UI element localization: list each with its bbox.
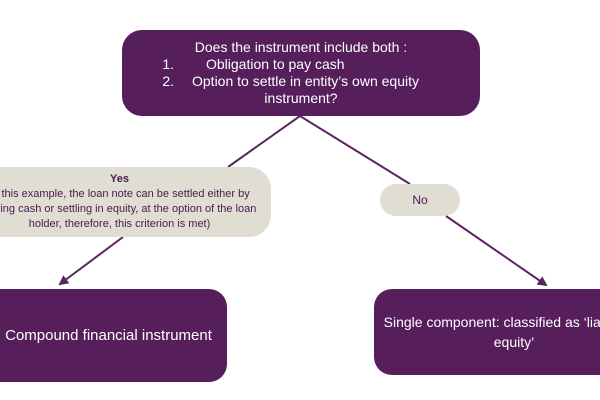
connector-question-to-yes [227, 115, 301, 168]
connector-question-to-no [299, 115, 411, 185]
result-compound-instrument-box: Compound financial instrument [0, 289, 227, 382]
yes-decision-box: Yes In this example, the loan note can b… [0, 167, 271, 237]
question-heading: Does the instrument include both : [194, 39, 408, 55]
no-decision-box: No [380, 184, 460, 216]
no-label: No [412, 193, 428, 207]
result-single-component-box: Single component: classified as ‘liabili… [374, 289, 600, 375]
connector-yes-to-left-result-arrow [58, 236, 124, 286]
question-item-1-number: 1. [162, 56, 174, 72]
connector-no-to-right-result-arrow [445, 215, 548, 287]
question-item-2: 2. Option to settle in entity’s own equi… [134, 73, 468, 90]
yes-explanation: In this example, the loan note can be se… [0, 188, 257, 230]
question-item-2-text: Option to settle in entity’s own equity [192, 73, 419, 89]
question-item-2-number: 2. [162, 73, 174, 89]
question-item-1-text: Obligation to pay cash [206, 56, 345, 72]
question-box: Does the instrument include both : 1. Ob… [122, 30, 480, 116]
question-continuation: instrument? [264, 90, 338, 106]
yes-title: Yes [110, 173, 129, 185]
result-left-label: Compound financial instrument [5, 327, 212, 344]
result-right-label: Single component: classified as ‘liabili… [383, 314, 600, 350]
question-item-1: 1. Obligation to pay cash [134, 56, 468, 73]
